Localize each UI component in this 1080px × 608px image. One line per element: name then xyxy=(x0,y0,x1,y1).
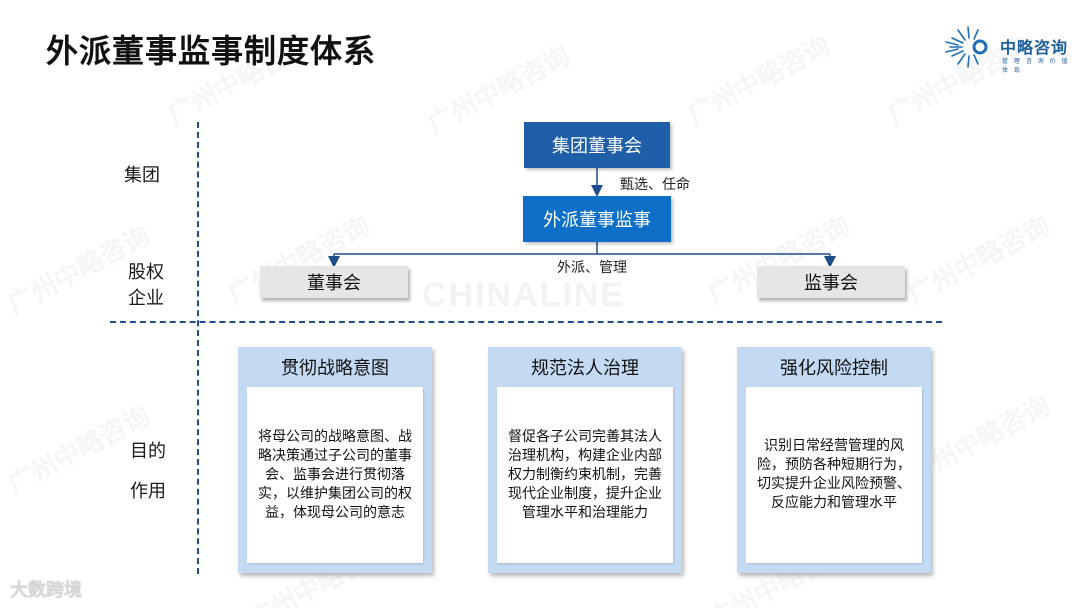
group-board-box: 集团董事会 xyxy=(524,122,670,168)
purpose-card-governance: 规范法人治理 督促各子公司完善其法人治理机构，构建企业内部权力制衡约束机制，完善… xyxy=(488,347,682,573)
logo-name: 中略咨询 xyxy=(1000,38,1069,57)
row-label-group: 集团 xyxy=(124,165,160,186)
dispatched-directors-box: 外派董事监事 xyxy=(523,196,671,242)
row-label-purpose-line2: 作用 xyxy=(130,481,166,502)
horizontal-divider xyxy=(110,321,942,323)
row-label-equity-line2: 企业 xyxy=(128,288,164,309)
connector-top-label: 甄选、任命 xyxy=(620,177,690,193)
row-label-purpose: 目的 作用 xyxy=(130,432,166,512)
vertical-divider xyxy=(197,122,199,574)
purpose-card-risk: 强化风险控制 识别日常经营管理的风险，预防各种短期行为，切实提升企业风险预警、反… xyxy=(737,347,931,573)
row-label-equity: 股权 企业 xyxy=(128,260,164,312)
logo-tagline: 管 理 咨 询 价 值 体 现 xyxy=(1002,58,1070,74)
connector-bottom-label: 外派、管理 xyxy=(557,260,627,276)
card-title: 强化风险控制 xyxy=(780,358,888,379)
card-title: 规范法人治理 xyxy=(531,358,639,379)
watermark-text: 广州中略咨询 xyxy=(683,30,836,131)
footer-watermark-logo: 大数跨境 xyxy=(10,580,82,601)
row-label-equity-line1: 股权 xyxy=(128,262,164,283)
row-label-purpose-line1: 目的 xyxy=(130,441,166,462)
card-title: 贯彻战略意图 xyxy=(281,358,389,379)
purpose-card-strategy: 贯彻战略意图 将母公司的战略意图、战略决策通过子公司的董事会、监事会进行贯彻落实… xyxy=(238,347,432,573)
watermark-text: 广州中略咨询 xyxy=(903,210,1056,311)
card-body: 识别日常经营管理的风险，预防各种短期行为，切实提升企业风险预警、反应能力和管理水… xyxy=(746,387,922,563)
board-of-directors-box: 董事会 xyxy=(260,266,408,298)
page-title: 外派董事监事制度体系 xyxy=(46,32,377,70)
supervisory-board-box: 监事会 xyxy=(757,266,905,298)
sunburst-logo-icon xyxy=(945,26,988,68)
brand-logo: 中略咨询 管 理 咨 询 价 值 体 现 xyxy=(944,24,1074,74)
card-body: 将母公司的战略意图、战略决策通过子公司的董事会、监事会进行贯彻落实，以维护集团公… xyxy=(247,387,423,563)
card-body: 督促各子公司完善其法人治理机构，构建企业内部权力制衡约束机制，完善现代企业制度，… xyxy=(497,387,673,563)
watermark-center: CHINALINE xyxy=(422,276,626,314)
